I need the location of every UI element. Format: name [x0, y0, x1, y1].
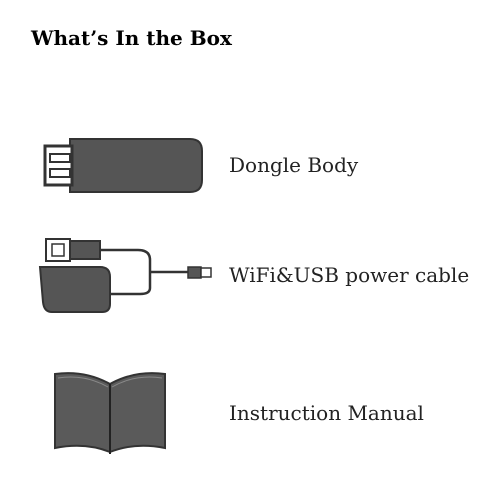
- item-label-manual: Instruction Manual: [229, 401, 424, 425]
- book-icon: [54, 372, 166, 454]
- dongle-icon: [43, 138, 203, 193]
- item-label-dongle: Dongle Body: [229, 153, 359, 177]
- box-item-cable: WiFi&USB power cable: [0, 232, 500, 322]
- item-label-cable: WiFi&USB power cable: [229, 263, 470, 287]
- box-item-manual: Instruction Manual: [0, 368, 500, 463]
- usb-cable-icon: [38, 238, 212, 313]
- box-item-dongle: Dongle Body: [0, 130, 500, 200]
- page-title: What’s In the Box: [31, 26, 232, 50]
